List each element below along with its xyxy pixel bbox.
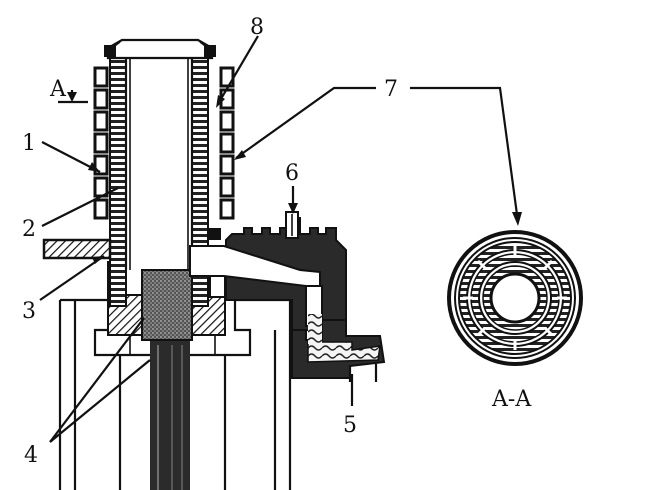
label-1: 1	[22, 131, 36, 156]
left-flange	[42, 238, 112, 260]
leader-7b	[410, 86, 520, 223]
label-7: 7	[384, 77, 398, 102]
label-8: 8	[250, 15, 264, 40]
section-view-a-a	[447, 230, 583, 366]
leader-lines	[39, 35, 522, 443]
labels: 1 2 3 4 5 6 7 8 A A-A	[22, 15, 532, 468]
crucible-tube	[104, 38, 216, 307]
induction-coil	[93, 66, 235, 240]
label-6: 6	[285, 161, 299, 186]
label-5: 5	[343, 413, 357, 438]
label-4: 4	[24, 443, 38, 468]
coil-left	[93, 66, 109, 220]
leader-3	[39, 255, 105, 301]
label-2: 2	[22, 217, 36, 242]
section-caption: A-A	[491, 387, 532, 412]
leader-2	[41, 187, 119, 227]
section-mark-label: A	[49, 77, 67, 102]
leader-7a	[235, 86, 376, 159]
leader-8	[217, 35, 259, 105]
label-3: 3	[22, 299, 36, 324]
outlet-spout-assembly	[189, 211, 386, 382]
leader-4a	[49, 317, 145, 443]
ingot-component-4	[141, 269, 193, 341]
pedestal-stem	[150, 340, 190, 490]
coil-right	[209, 66, 235, 240]
leader-4b	[49, 359, 151, 443]
